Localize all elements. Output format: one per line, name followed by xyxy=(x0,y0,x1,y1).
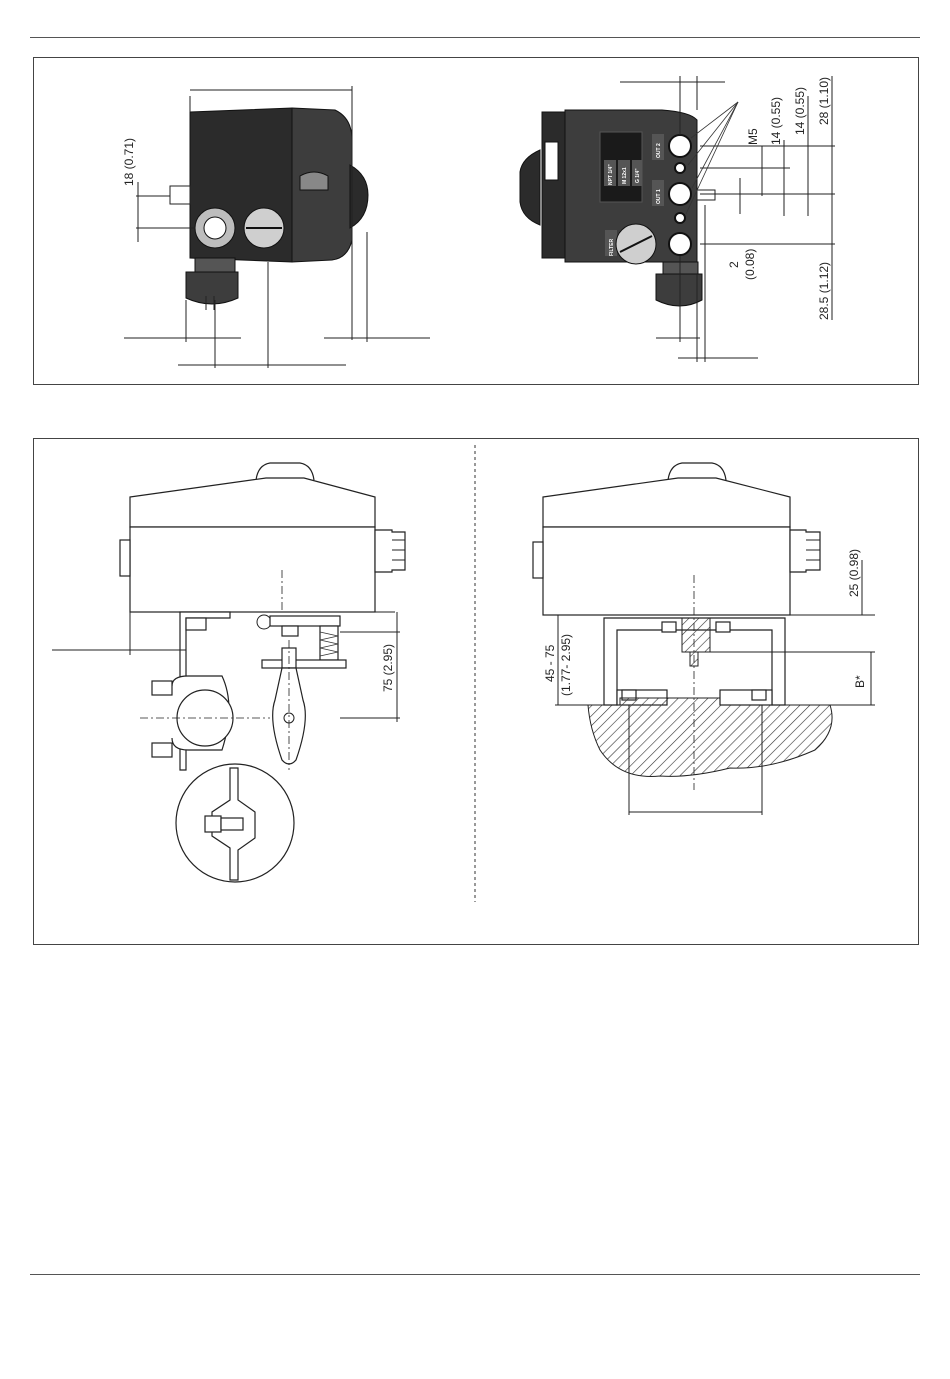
dim-14-b: 14 (0.55) xyxy=(793,87,807,135)
dim-45-75-inch: (1.77- 2.95) xyxy=(559,634,573,696)
label-out1: OUT 1 xyxy=(656,189,662,204)
dim-28-5: 28.5 (1.12) xyxy=(817,262,831,320)
top-left-positioner-view: 18 (0.71) xyxy=(122,86,430,368)
dim-75: 75 (2.95) xyxy=(381,644,395,692)
dim-0-08: (0.08) xyxy=(743,249,757,280)
bottom-right-bracket-mount-view: 25 (0.98) B* 45 - 75 (1.77- 2.95) xyxy=(533,463,875,815)
dim-18: 18 (0.71) xyxy=(122,138,136,186)
label-m12: M 12x1 xyxy=(622,167,628,184)
dim-45-75: 45 - 75 xyxy=(543,644,557,682)
dim-m5: M5 xyxy=(746,128,760,145)
label-out2: OUT 2 xyxy=(656,143,662,158)
label-filter: FILTER xyxy=(609,238,615,256)
label-g14: G 1/4" xyxy=(635,168,641,183)
dim-14-a: 14 (0.55) xyxy=(769,97,783,145)
label-npt: NPT 1/4" xyxy=(608,164,614,185)
top-right-positioner-view: NPT 1/4" M 12x1 G 1/4" OUT 2 OUT 1 FILTE… xyxy=(520,76,835,362)
bottom-left-pipe-mount-view: 75 (2.95) xyxy=(52,463,405,882)
dim-25: 25 (0.98) xyxy=(847,549,861,597)
dim-28: 28 (1.10) xyxy=(817,77,831,125)
dim-b-star: B* xyxy=(853,675,867,688)
dim-2: 2 xyxy=(727,261,741,268)
